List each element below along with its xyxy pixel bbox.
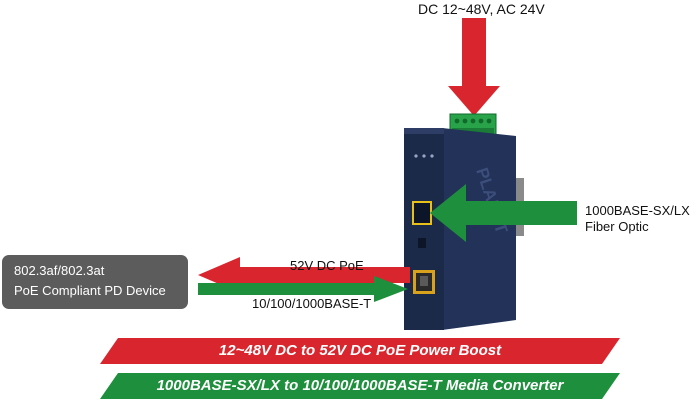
power-input-arrow [448,18,500,116]
banner-red-text: 12~48V DC to 52V DC PoE Power Boost [218,342,502,359]
media-converter-device [404,128,516,330]
power-boost-banner: 12~48V DC to 52V DC PoE Power Boost [100,338,620,364]
fiber-label-line1: 1000BASE-SX/LX [585,203,690,218]
led-1 [422,154,426,158]
pd-device-box: 802.3af/802.3at PoE Compliant PD Device [2,255,188,309]
banner-green-shape [100,373,620,399]
sfp-port [412,201,432,225]
dip-switch [418,238,426,248]
pd-device-line2: PoE Compliant PD Device [14,283,166,298]
media-converter-banner: 1000BASE-SX/LX to 10/100/1000BASE-T Medi… [100,373,620,399]
power-input-label: DC 12~48V, AC 24V [418,1,545,17]
poe-output-label: 52V DC PoE [290,258,364,273]
banner-red-shape [100,338,620,364]
led-2 [430,154,434,158]
copper-port-label: 10/100/1000BASE-T [252,296,372,311]
fiber-label-line2: Fiber Optic [585,219,649,234]
fiber-label: 1000BASE-SX/LX Fiber Optic [585,203,690,235]
led-pwr [414,154,418,158]
banner-green-text: 1000BASE-SX/LX to 10/100/1000BASE-T Medi… [156,377,564,394]
fiber-arrow [430,184,577,242]
pd-device-line1: 802.3af/802.3at [14,263,105,278]
copper-arrow [198,276,408,302]
